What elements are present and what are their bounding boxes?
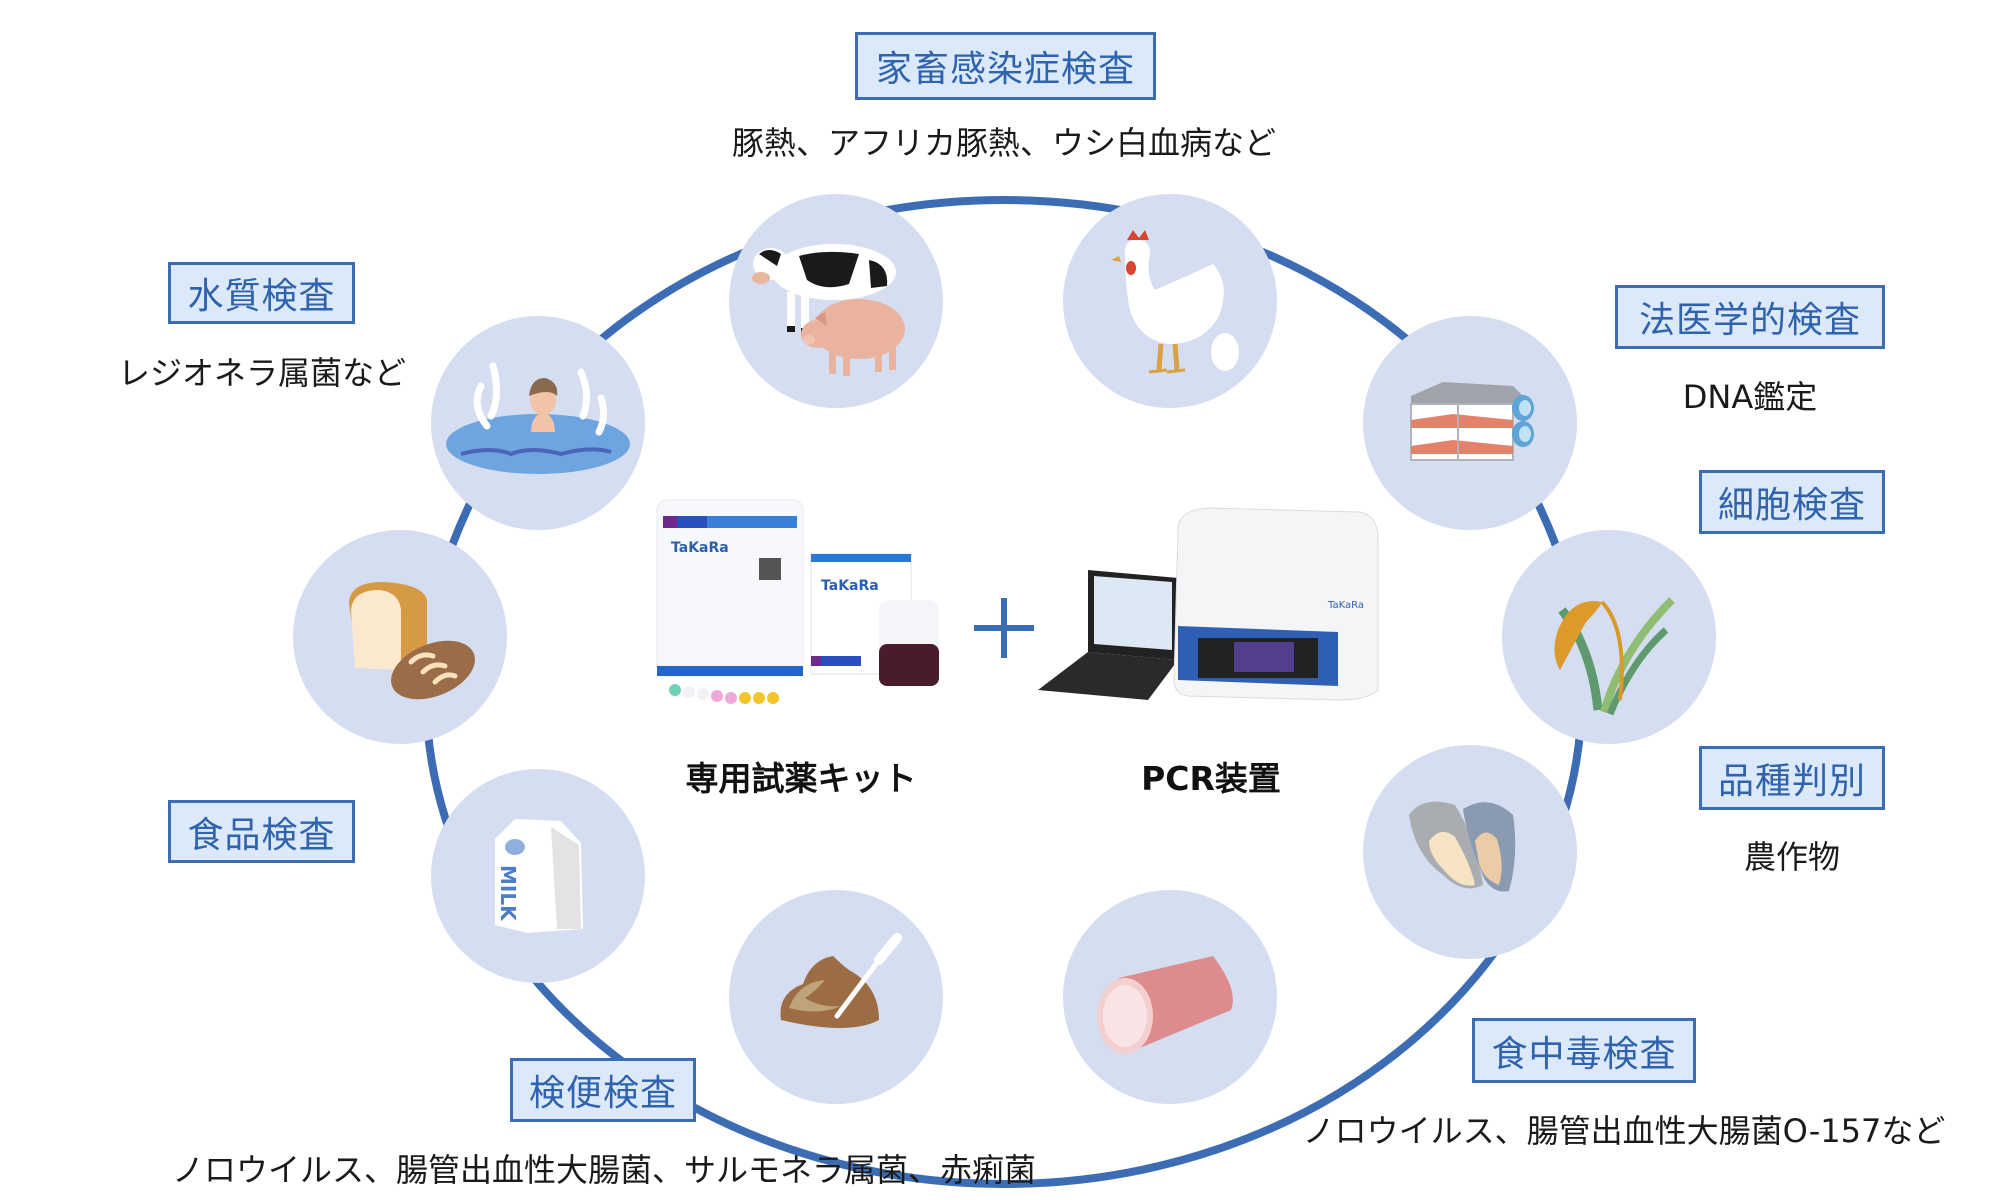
- examples-variety: 農作物: [1743, 838, 1841, 876]
- node-oyster: [1363, 745, 1577, 959]
- plus-icon: [974, 598, 1034, 658]
- milk-carton-icon: MILK: [495, 819, 583, 933]
- examples-forensic: DNA鑑定: [1682, 378, 1818, 416]
- tag-forensic: 法医学的検査: [1615, 285, 1885, 349]
- device-label: PCR装置: [1141, 759, 1281, 798]
- cow-pig-icon: [752, 244, 905, 376]
- device-brand-text: TaKaRa: [1327, 600, 1364, 611]
- node-food-poisoning: [1063, 890, 1277, 1104]
- pcr-device-image: TaKaRa: [1038, 500, 1392, 710]
- tube-strip: [669, 684, 779, 704]
- oyster-icon: [1409, 801, 1516, 892]
- examples-food-poisoning: ノロウイルス、腸管出血性大腸菌O-157など: [1302, 1112, 1946, 1150]
- kit-label: 専用試薬キット: [685, 759, 917, 798]
- tag-livestock: 家畜感染症検査: [855, 32, 1156, 100]
- examples-stool: ノロウイルス、腸管出血性大腸菌、サルモネラ属菌、赤痢菌: [171, 1151, 1037, 1189]
- examples-water: レジオネラ属菌など: [117, 354, 407, 392]
- box-brand-text: TaKaRa: [821, 578, 879, 594]
- tag-food-poisoning: 食中毒検査: [1472, 1018, 1696, 1083]
- reagent-kit-image: TaKaRa TaKaRa: [641, 494, 971, 704]
- tag-cell: 細胞検査: [1699, 470, 1885, 534]
- milk-text: MILK: [496, 865, 520, 922]
- examples-livestock: 豚熱、アフリカ豚熱、ウシ白血病など: [731, 124, 1277, 162]
- ham-icon: [1097, 956, 1233, 1054]
- cell-culture-flask-icon: [1410, 382, 1534, 461]
- bread-icon: [349, 582, 475, 700]
- node-variety: [1502, 530, 1716, 744]
- node-food: [293, 530, 507, 744]
- node-livestock: [729, 194, 943, 408]
- tag-stool: 検便検査: [510, 1058, 696, 1122]
- tag-water: 水質検査: [168, 262, 355, 324]
- node-dairy: MILK: [431, 769, 645, 983]
- node-water: [431, 316, 645, 530]
- tag-variety: 品種判別: [1699, 746, 1885, 810]
- stool-sample-icon: [780, 933, 902, 1028]
- node-cell: [1363, 316, 1577, 530]
- node-stool: [729, 890, 943, 1104]
- kit-brand-text: TaKaRa: [671, 540, 729, 556]
- rice-plant-icon: [1554, 597, 1675, 716]
- chicken-egg-icon: [1111, 230, 1239, 374]
- node-poultry: [1063, 194, 1277, 408]
- hot-spring-bath-icon: [446, 362, 630, 474]
- tag-food: 食品検査: [168, 800, 355, 863]
